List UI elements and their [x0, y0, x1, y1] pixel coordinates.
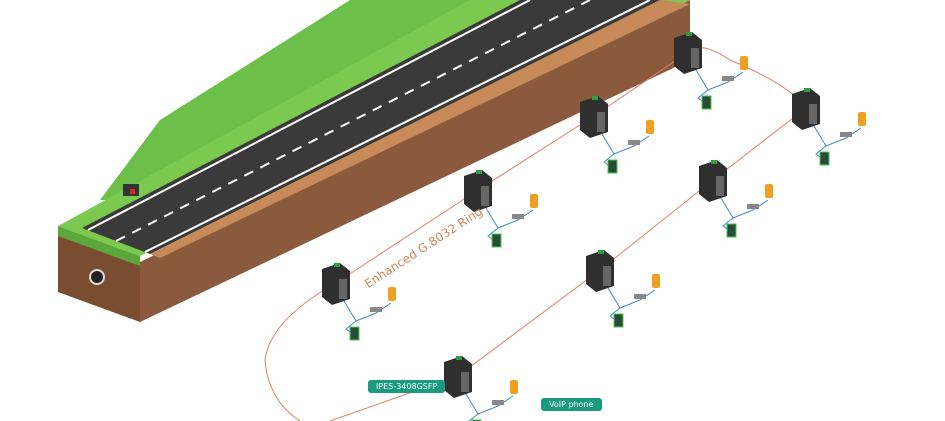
voip-phone-icon [530, 194, 538, 208]
voip-phone-icon [388, 287, 396, 301]
switch-ports [597, 112, 605, 132]
ethernet-link [485, 207, 534, 229]
ip-camera-icon [722, 76, 734, 81]
access-point-icon [819, 151, 830, 166]
switch-ports [603, 266, 611, 286]
switch-ports [461, 372, 469, 392]
switch-terminal [592, 96, 598, 100]
switch-node [580, 96, 654, 174]
ethernet-link [468, 413, 479, 421]
switch-terminal [476, 170, 482, 174]
road-edge-line [144, 0, 651, 253]
switch-ports [481, 186, 489, 206]
switch-terminal [598, 250, 604, 254]
ethernet-link [720, 197, 769, 219]
switch-terminal [334, 263, 340, 267]
voip-phone-icon [510, 380, 518, 394]
ip-camera-icon [840, 132, 852, 137]
switch-model-tag: IPES-3408GSFP [368, 380, 446, 393]
road-shoulder [150, 0, 690, 258]
ip-camera-icon [628, 140, 640, 145]
access-point-icon [726, 223, 737, 238]
access-point-icon [349, 326, 360, 341]
voip-phone-icon [652, 274, 660, 288]
switch-node [674, 32, 748, 110]
highway-terrain [58, 0, 690, 322]
ip-camera-icon [634, 294, 646, 299]
switch-terminal [804, 88, 810, 92]
switch-node [586, 250, 660, 328]
ethernet-link [695, 69, 744, 91]
access-point-icon [607, 159, 618, 174]
voip-phone-icon [765, 184, 773, 198]
grass-front-edge [58, 226, 140, 266]
ip-camera-icon [492, 400, 504, 405]
ethernet-link [465, 393, 514, 415]
switch-ports [691, 48, 699, 68]
switch-node [444, 356, 518, 421]
access-point-icon [491, 233, 502, 248]
ethernet-link [343, 300, 392, 322]
switch-terminal [711, 160, 717, 164]
access-point-icon [613, 313, 624, 328]
switch-node [322, 263, 396, 341]
voip-phone-tag: VoIP phone [541, 398, 602, 411]
road [82, 0, 660, 254]
switch-terminal [686, 32, 692, 36]
ip-camera-icon [370, 307, 382, 312]
switch-node [699, 160, 773, 238]
ethernet-link [813, 125, 862, 147]
voip-phone-icon [740, 56, 748, 70]
ethernet-link [601, 133, 650, 155]
switch-node [792, 88, 866, 166]
ethernet-link [607, 287, 656, 309]
switch-ports [809, 104, 817, 124]
switch-ports [716, 176, 724, 196]
ip-camera-icon [747, 204, 759, 209]
ip-camera-icon [512, 214, 524, 219]
switch-ports [339, 279, 347, 299]
voip-phone-icon [858, 112, 866, 126]
access-point-icon [701, 95, 712, 110]
soil-side-face [140, 0, 690, 322]
drain-pipe [89, 269, 105, 285]
vehicle-light [130, 189, 135, 194]
voip-phone-icon [646, 120, 654, 134]
switch-node [464, 170, 538, 248]
switch-terminal [456, 356, 462, 360]
road-edge-line [87, 0, 531, 231]
